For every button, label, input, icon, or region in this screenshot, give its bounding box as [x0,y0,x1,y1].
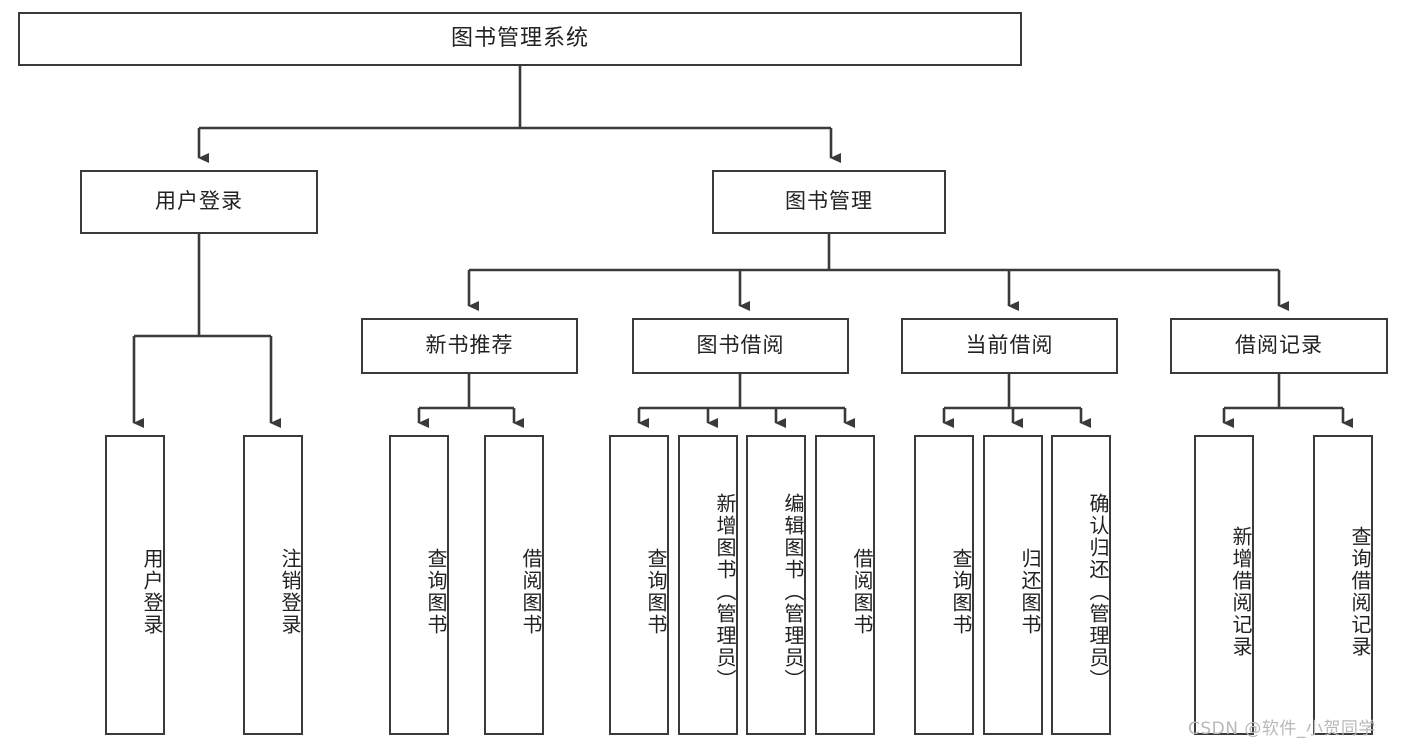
node-leaf-query-book-1[interactable]: 查询图书 [389,435,449,735]
node-leaf-edit-book[interactable]: 编辑图书（管理员） [746,435,806,735]
node-leaf-user-login[interactable]: 用户登录 [105,435,165,735]
node-leaf-return-book-label: 归还图书 [1018,548,1042,636]
node-leaf-borrow-book-1[interactable]: 借阅图书 [484,435,544,735]
node-leaf-borrow-book-2-label: 借阅图书 [850,548,874,636]
node-leaf-add-book-label: 新增图书（管理员） [713,493,737,691]
node-borrow-record-label: 借阅记录 [1235,333,1323,358]
node-leaf-edit-book-label: 编辑图书（管理员） [781,493,805,691]
node-leaf-query-record-label: 查询借阅记录 [1348,526,1372,658]
node-leaf-confirm-return-label: 确认归还（管理员） [1086,493,1110,691]
node-root-label: 图书管理系统 [450,25,589,51]
node-leaf-logout[interactable]: 注销登录 [243,435,303,735]
node-user-login-label: 用户登录 [155,189,243,214]
node-leaf-query-book-1-label: 查询图书 [424,548,448,636]
node-leaf-query-book-3-label: 查询图书 [949,548,973,636]
node-leaf-add-record[interactable]: 新增借阅记录 [1194,435,1254,735]
node-current-borrow-label: 当前借阅 [965,333,1054,358]
node-book-borrow-label: 图书借阅 [696,333,785,358]
node-current-borrow[interactable]: 当前借阅 [901,318,1118,374]
node-leaf-borrow-book-1-label: 借阅图书 [519,548,543,636]
node-leaf-confirm-return[interactable]: 确认归还（管理员） [1051,435,1111,735]
node-root[interactable]: 图书管理系统 [18,12,1022,66]
node-user-login[interactable]: 用户登录 [80,170,318,234]
node-leaf-add-book[interactable]: 新增图书（管理员） [678,435,738,735]
node-leaf-query-record[interactable]: 查询借阅记录 [1313,435,1373,735]
node-borrow-record[interactable]: 借阅记录 [1170,318,1388,374]
watermark: CSDN @软件_小贺同学 [1188,719,1376,739]
node-book-borrow[interactable]: 图书借阅 [632,318,849,374]
node-leaf-query-book-3[interactable]: 查询图书 [914,435,974,735]
node-new-book-recommend[interactable]: 新书推荐 [361,318,578,374]
node-leaf-query-book-2-label: 查询图书 [644,548,668,636]
node-leaf-borrow-book-2[interactable]: 借阅图书 [815,435,875,735]
node-leaf-logout-label: 注销登录 [278,548,302,636]
node-new-book-recommend-label: 新书推荐 [425,333,514,358]
node-leaf-return-book[interactable]: 归还图书 [983,435,1043,735]
node-book-manage-label: 图书管理 [785,189,873,214]
node-leaf-add-record-label: 新增借阅记录 [1229,526,1253,658]
node-leaf-user-login-label: 用户登录 [140,548,164,636]
node-book-manage[interactable]: 图书管理 [712,170,946,234]
node-leaf-query-book-2[interactable]: 查询图书 [609,435,669,735]
